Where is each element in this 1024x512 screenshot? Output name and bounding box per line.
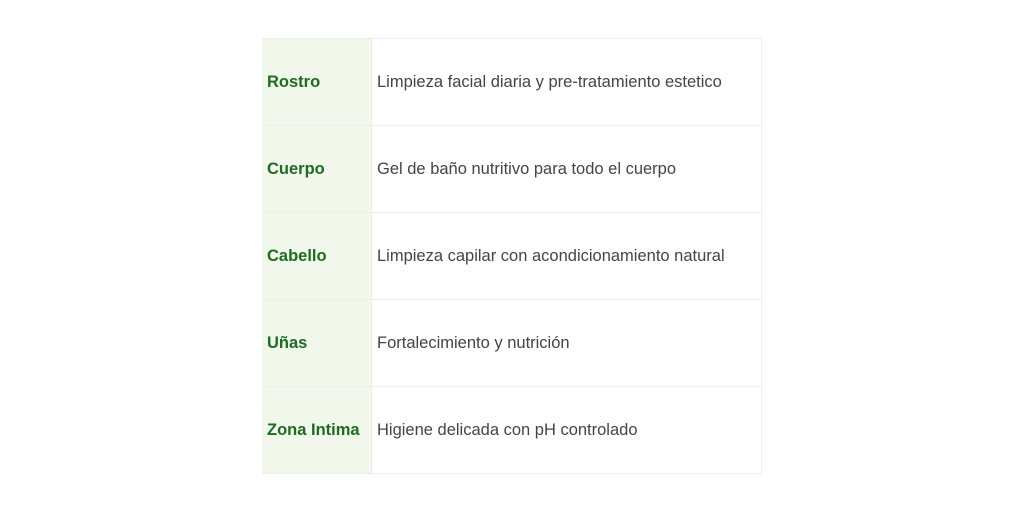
table-row: Uñas Fortalecimiento y nutrición <box>262 299 762 387</box>
row-label: Cuerpo <box>262 125 372 213</box>
table-row: Zona Intima Higiene delicada con pH cont… <box>262 386 762 474</box>
table-row: Rostro Limpieza facial diaria y pre-trat… <box>262 38 762 126</box>
row-description: Higiene delicada con pH controlado <box>371 386 762 474</box>
table-row: Cuerpo Gel de baño nutritivo para todo e… <box>262 125 762 213</box>
row-label: Rostro <box>262 38 372 126</box>
row-description: Limpieza facial diaria y pre-tratamiento… <box>371 38 762 126</box>
table-row: Cabello Limpieza capilar con acondiciona… <box>262 212 762 300</box>
row-label: Cabello <box>262 212 372 300</box>
row-description: Fortalecimiento y nutrición <box>371 299 762 387</box>
row-description: Limpieza capilar con acondicionamiento n… <box>371 212 762 300</box>
row-label: Uñas <box>262 299 372 387</box>
row-label: Zona Intima <box>262 386 372 474</box>
row-description: Gel de baño nutritivo para todo el cuerp… <box>371 125 762 213</box>
usage-table: Rostro Limpieza facial diaria y pre-trat… <box>262 38 762 474</box>
